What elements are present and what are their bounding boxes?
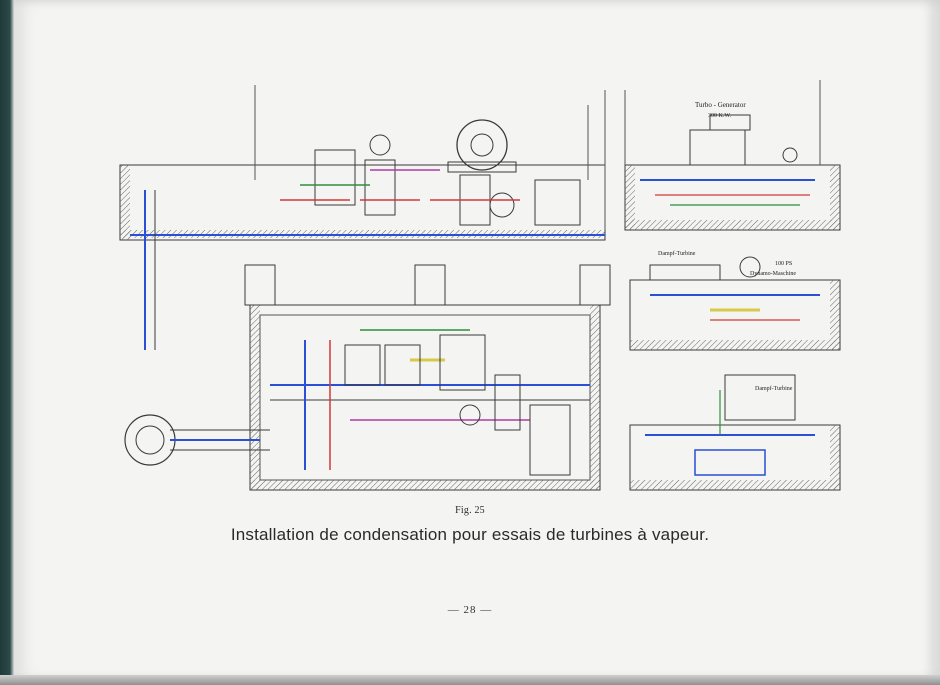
elevation-drawing-left — [119, 85, 606, 350]
figure-label: Fig. 25 — [455, 505, 485, 516]
plan-drawing — [124, 264, 611, 491]
label-dampf-turbine-power: 100 PS — [775, 261, 792, 267]
page-number: — 28 — — [447, 604, 493, 616]
label-dampf-turbine: Dampf-Turbine — [658, 250, 696, 257]
technical-drawing: Turbo - Generator 300 K.W. Dampf-Turbine… — [119, 80, 841, 491]
label-turbo-generator: Turbo - Generator — [695, 101, 746, 109]
figure-caption: Installation de condensation pour essais… — [230, 525, 710, 544]
right-section-bottom: Dampf-Turbine — [629, 374, 841, 491]
right-section-top: Turbo - Generator 300 K.W. — [624, 80, 841, 231]
right-section-middle: Dampf-Turbine 100 PS Dynamo-Maschine — [629, 250, 841, 351]
label-dynamo: Dynamo-Maschine — [750, 271, 796, 277]
page-bottom-edge — [0, 675, 940, 685]
label-turbo-generator-power: 300 K.W. — [708, 113, 731, 119]
label-bottom-turbine: Dampf-Turbine — [755, 385, 793, 392]
